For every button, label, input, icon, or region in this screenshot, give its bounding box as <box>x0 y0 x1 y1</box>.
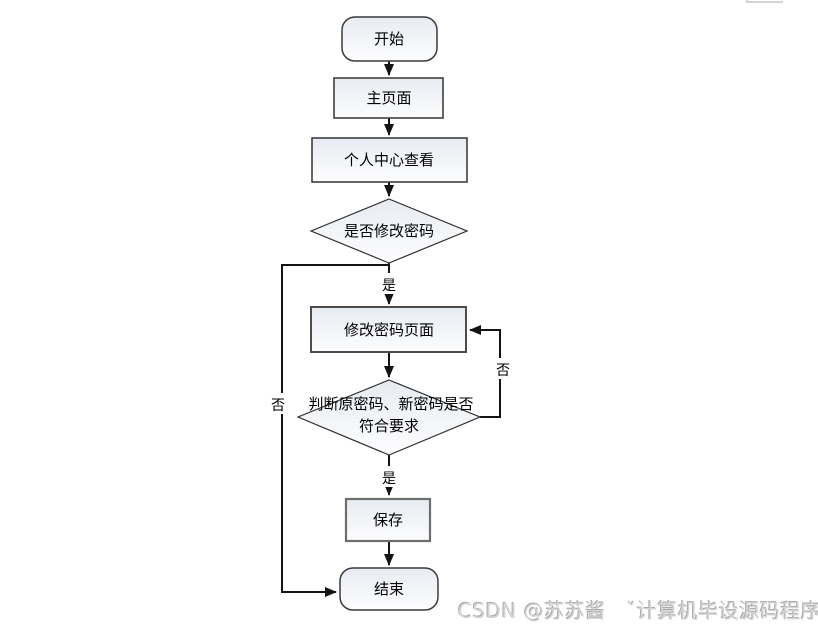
edge-labels: 是 是 否 否 <box>267 273 514 487</box>
node-save <box>344 497 432 543</box>
nodes: 开始 主页面 个人中心查看 是否修改密码 修改密码页面 判断原密码、新密码是否 … <box>296 16 482 611</box>
node-main-page-label: 主页面 <box>366 89 411 107</box>
node-change-password-page-label: 修改密码页面 <box>344 321 434 339</box>
node-personal-center <box>311 137 468 183</box>
page-fragment-line <box>746 0 783 3</box>
node-change-password-page <box>310 306 467 353</box>
node-main-page <box>333 77 444 119</box>
node-decision-change-password <box>309 198 469 264</box>
edge-label-yes-2: 是 <box>382 471 396 487</box>
edge-label-no-left: 否 <box>271 398 285 414</box>
edge-label-plate <box>267 393 288 414</box>
node-decision-validate-label-line2: 符合要求 <box>359 417 419 435</box>
node-decision-validate <box>296 379 482 456</box>
node-start <box>341 16 438 62</box>
edge-label-plate <box>379 273 399 294</box>
node-end <box>339 567 439 611</box>
edge-label-yes-1: 是 <box>382 278 396 294</box>
node-personal-center-label: 个人中心查看 <box>344 151 434 169</box>
csdn-watermark: CSDN @苏苏酱 ˇ计算机毕设源码程序 <box>458 599 818 623</box>
edge-label-plate <box>379 466 399 487</box>
edge-label-no-right: 否 <box>496 363 510 379</box>
node-decision-validate-label-line1: 判断原密码、新密码是否 <box>308 395 473 413</box>
node-decision-change-password-label: 是否修改密码 <box>344 222 434 240</box>
node-save-label: 保存 <box>373 511 403 529</box>
edge-label-plate <box>493 358 514 379</box>
node-end-label: 结束 <box>374 580 404 598</box>
edge-decision1-no-to-end <box>281 264 389 597</box>
node-start-label: 开始 <box>374 30 404 48</box>
